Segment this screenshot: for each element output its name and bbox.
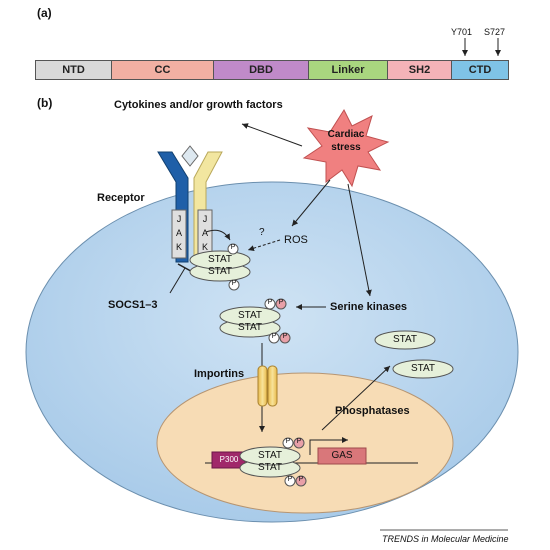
stress-to-serine-kinases-arrow [347,183,372,297]
stat-cyto-bottom-label: STAT [237,322,263,333]
phospho-ser-cyto-top [275,298,287,310]
phospho-tyr-nuc-bottom [284,475,296,487]
p-nuc-ser-top: P [296,438,302,445]
domain-ctd: CTD [452,60,509,80]
stat-top-cyto [219,306,281,326]
stat-receptor-top-label: STAT [207,254,233,265]
site-y701-label: Y701 [451,27,473,37]
footer-credit: TRENDS in Molecular Medicine [382,534,509,544]
phospho-ser-cyto-bottom [279,332,291,344]
jak-right-label: JAK [201,214,208,252]
domain-sh2-label: SH2 [408,64,431,76]
phospho-tyr-nuc-top [282,437,294,449]
p-cyto-tyr-top: P [267,299,273,306]
phosphatases-label: Phosphatases [335,405,410,417]
p-cyto-tyr-bottom: P [271,333,277,340]
panel-a-label: (a) [37,6,52,20]
free-stat-2 [392,359,454,379]
domain-ctd-label: CTD [468,64,492,76]
p-receptor-top: P [230,244,236,251]
stat-cyto-top-label: STAT [237,310,263,321]
cardiac-stress-star [302,108,390,188]
p-nuc-ser-bottom: P [298,476,304,483]
nuclear-export-arrow [321,365,391,431]
domain-ntd-label: NTD [62,64,85,76]
free-stat-1 [374,330,436,350]
domain-linker: Linker [309,60,388,80]
nucleus [156,372,454,514]
jak-left [171,209,187,259]
stat-receptor-bottom-label: STAT [207,266,233,277]
p-receptor-bottom: P [231,280,237,287]
importin-right [267,365,278,407]
p300-label: P300 [219,455,239,464]
phospho-ser-nuc-bottom [295,475,307,487]
ligand-diamond [181,145,199,167]
jak-phospho-arrow [205,229,231,241]
transcription-arrow [309,437,348,455]
stat-nucleus-top-label: STAT [257,450,283,461]
ros-label: ROS [284,234,308,246]
panel-b-label: (b) [37,96,53,110]
phospho-tyr-receptor-top [227,243,239,255]
stat-top-nucleus [239,446,301,466]
stress-to-ros-arrow [291,179,331,227]
domain-sh2: SH2 [388,60,452,80]
jak-left-label: JAK [175,214,182,252]
stat-top-receptor [189,250,251,270]
phospho-ser-nuc-top [293,437,305,449]
stat-nucleus-bottom-label: STAT [257,462,283,473]
p-nuc-tyr-top: P [285,438,291,445]
domain-cc: CC [112,60,214,80]
free-stat-2-label: STAT [410,363,436,374]
phospho-tyr-receptor-bottom [228,279,240,291]
domain-linker-label: Linker [331,64,365,76]
importin-left [257,365,268,407]
p-nuc-tyr-bottom: P [287,476,293,483]
importins-label: Importins [194,368,245,380]
cytokines-label: Cytokines and/or growth factors [114,99,283,111]
free-stat-1-label: STAT [392,334,418,345]
domain-dbd: DBD [214,60,309,80]
gas-label: GAS [331,450,353,461]
p-cyto-ser-top: P [278,299,284,306]
phospho-tyr-cyto-top [264,298,276,310]
domain-ntd: NTD [35,60,112,80]
receptor-label: Receptor [97,192,145,204]
socs-inhibition-line [169,267,186,294]
cardiac-stress-label: Cardiac stress [327,129,365,153]
socs-label: SOCS1–3 [108,299,158,311]
serine-kinases-label: Serine kinases [330,301,408,313]
phospho-tyr-cyto-bottom [268,332,280,344]
ros-question-mark: ? [259,227,265,238]
domain-dbd-label: DBD [249,64,273,76]
domain-cc-label: CC [154,64,171,76]
p-cyto-ser-bottom: P [282,333,288,340]
gas-box [317,447,367,465]
ros-dashed-arrow [247,239,281,252]
site-s727-label: S727 [484,27,506,37]
stress-to-cytokines-arrow [241,123,303,147]
